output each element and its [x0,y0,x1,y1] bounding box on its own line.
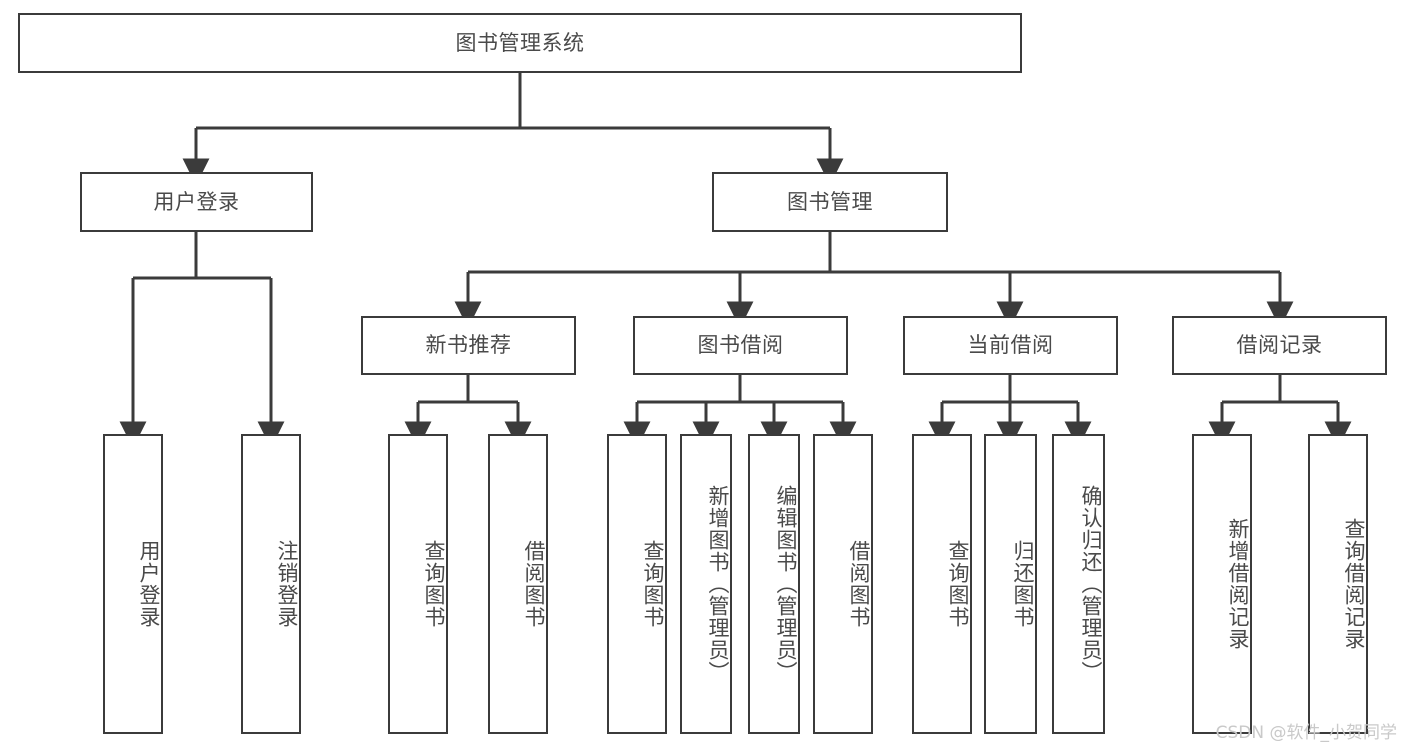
node-user-login[interactable]: 用户登录 [80,172,313,232]
leaf-borrow-book[interactable]: 借阅图书 [813,434,873,734]
node-book-borrow-label: 图书借阅 [697,333,784,358]
node-root[interactable]: 图书管理系统 [18,13,1022,73]
leaf-query-borrow-record[interactable]: 查询借阅记录 [1308,434,1368,734]
leaf-borrow-book-label: 借阅图书 [847,540,871,628]
leaf-query-book-current[interactable]: 查询图书 [912,434,972,734]
leaf-query-book-recommend-label: 查询图书 [422,540,446,628]
node-current-borrow[interactable]: 当前借阅 [903,316,1118,375]
leaf-add-borrow-record-label: 新增借阅记录 [1226,518,1250,650]
leaf-add-book-admin-label: 新增图书（管理员） [706,485,730,683]
node-new-book-recommend-label: 新书推荐 [425,333,512,358]
leaf-query-book-current-label: 查询图书 [946,540,970,628]
leaf-logout-label: 注销登录 [275,540,299,628]
leaf-borrow-book-recommend-label: 借阅图书 [522,540,546,628]
leaf-edit-book-admin[interactable]: 编辑图书（管理员） [748,434,800,734]
leaf-user-login-label: 用户登录 [137,540,161,628]
csdn-watermark: CSDN @软件_小贺同学 [1215,723,1397,743]
node-current-borrow-label: 当前借阅 [967,333,1054,358]
leaf-add-book-admin[interactable]: 新增图书（管理员） [680,434,732,734]
node-borrow-record-label: 借阅记录 [1236,333,1323,358]
node-book-manage-label: 图书管理 [787,189,873,214]
leaf-query-borrow-record-label: 查询借阅记录 [1342,518,1366,650]
leaf-confirm-return-admin[interactable]: 确认归还（管理员） [1052,434,1105,734]
node-root-label: 图书管理系统 [455,30,585,55]
leaf-logout[interactable]: 注销登录 [241,434,301,734]
node-book-manage[interactable]: 图书管理 [712,172,948,232]
leaf-return-book-label: 归还图书 [1011,540,1035,628]
leaf-return-book[interactable]: 归还图书 [984,434,1037,734]
leaf-edit-book-admin-label: 编辑图书（管理员） [774,485,798,683]
leaf-query-book-borrow[interactable]: 查询图书 [607,434,667,734]
node-book-borrow[interactable]: 图书借阅 [633,316,848,375]
leaf-query-book-recommend[interactable]: 查询图书 [388,434,448,734]
leaf-query-book-borrow-label: 查询图书 [641,540,665,628]
leaf-borrow-book-recommend[interactable]: 借阅图书 [488,434,548,734]
node-user-login-label: 用户登录 [153,189,240,214]
leaf-confirm-return-admin-label: 确认归还（管理员） [1079,485,1103,683]
node-new-book-recommend[interactable]: 新书推荐 [361,316,576,375]
node-borrow-record[interactable]: 借阅记录 [1172,316,1387,375]
leaf-add-borrow-record[interactable]: 新增借阅记录 [1192,434,1252,734]
leaf-user-login[interactable]: 用户登录 [103,434,163,734]
